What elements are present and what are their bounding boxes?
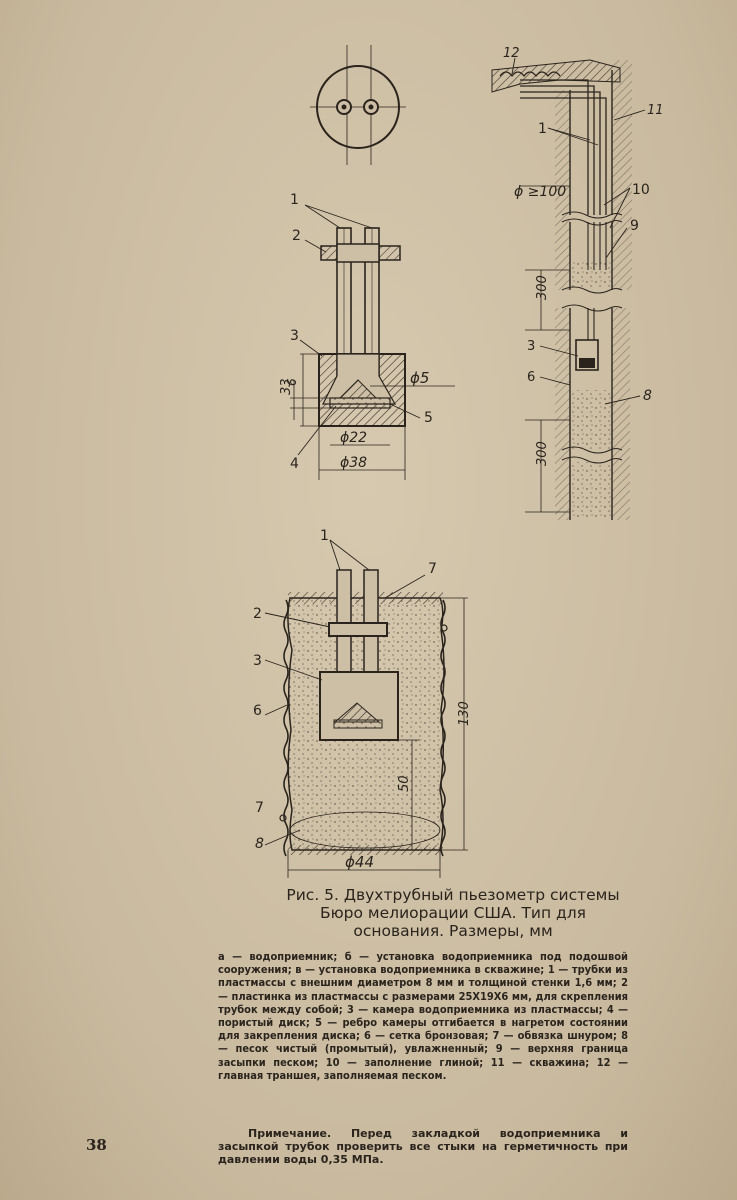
label-c-8: 8: [643, 388, 652, 404]
label-c-9: 9: [630, 218, 639, 234]
label-b-1: 1: [320, 528, 329, 544]
part-a-intake: 1 2 3 4 5 33 6 ϕ5 ϕ22 ϕ38: [279, 192, 455, 480]
label-c-3: 3: [527, 339, 535, 354]
dim-a-disk: 6: [285, 378, 299, 386]
label-c-6: 6: [527, 370, 535, 385]
dim-b-height: 130: [457, 701, 472, 726]
piezometer-figure: 1 2 3 4 5 33 6 ϕ5 ϕ22 ϕ38: [253, 45, 664, 878]
label-b-7: 7: [255, 800, 264, 816]
label-a-4: 4: [290, 456, 299, 472]
dim-c-gap2: 300: [535, 441, 550, 466]
label-c-11: 11: [647, 103, 664, 118]
label-b-8: 8: [255, 836, 264, 852]
label-c-10: 10: [632, 182, 650, 198]
top-view: [310, 45, 406, 165]
label-b-2: 2: [253, 606, 262, 622]
dim-b-diameter: ϕ44: [345, 853, 374, 871]
figure-caption: Рис. 5. Двухтрубный пьезометр системы Бю…: [286, 886, 620, 940]
label-a-5: 5: [424, 410, 433, 426]
dim-a-height: 33: [279, 378, 294, 395]
label-b-7-top: 7: [428, 561, 437, 577]
label-c-1: 1: [538, 121, 547, 137]
dim-a-outer-diameter: ϕ38: [340, 455, 367, 471]
dim-c-gap1: 300: [535, 275, 550, 300]
label-a-3: 3: [290, 328, 299, 344]
dim-a-hole: ϕ5: [410, 369, 429, 387]
figure-legend: а — водоприемник; б — установка водоприе…: [218, 950, 628, 1082]
part-c-borehole: 12 11 1 ϕ ≥100 10 9 300 3 6 8 300: [491, 46, 664, 520]
label-a-1: 1: [290, 192, 299, 208]
label-b-3: 3: [253, 653, 262, 669]
dim-a-disk-diameter: ϕ22: [340, 430, 367, 446]
part-b-foundation: 1 7 2 3 6 7 8 130 50 ϕ44: [253, 528, 472, 878]
note-label: Примечание.: [248, 1127, 332, 1140]
note-text: Перед закладкой водоприемника и засыпкой…: [218, 1127, 628, 1167]
label-c-12: 12: [503, 46, 520, 61]
dim-b-sand: 50: [397, 775, 412, 792]
note-paragraph: Примечание. Перед закладкой водоприемник…: [218, 1127, 628, 1167]
dim-c-bore: ϕ ≥100: [514, 184, 566, 200]
label-a-2: 2: [292, 228, 301, 244]
page-number: 38: [86, 1136, 107, 1154]
label-b-6: 6: [253, 703, 262, 719]
